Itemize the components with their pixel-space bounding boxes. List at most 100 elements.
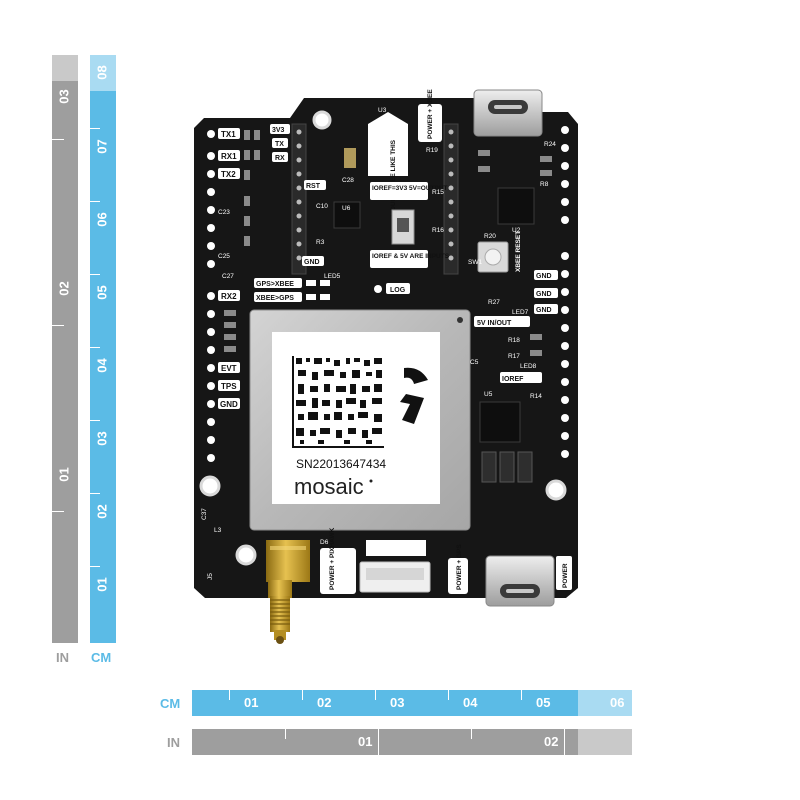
ruler-tick [90, 347, 100, 348]
power-gps-label [448, 558, 468, 594]
power-components [481, 451, 533, 483]
label-r17: R17 [508, 353, 520, 360]
label-r27: R27 [488, 299, 500, 306]
label-u5: U5 [484, 391, 493, 398]
label-r8: R8 [540, 181, 549, 188]
ruler-tick [378, 729, 379, 755]
ruler-tick [90, 420, 100, 421]
ruler-label: 01 [358, 734, 373, 749]
horizontal-cm-ruler: 01 02 03 04 05 06 [192, 690, 632, 716]
label-3v3: 3V3 [272, 127, 285, 134]
ruler-label: 01 [244, 695, 259, 710]
power-xbee-label [418, 104, 442, 142]
pin-label-tps: TPS [221, 382, 237, 391]
label-d6: D6 [320, 539, 329, 546]
label-r19: R19 [426, 147, 438, 154]
power-pixhawk-label [320, 548, 356, 594]
ruler-light-segment [578, 729, 632, 755]
label-u2: U2 [512, 227, 521, 234]
label-5v-inout: 5V IN/OUT [477, 320, 512, 327]
silkscreen-labels-left [218, 128, 240, 409]
label-ioref-5v: IOREF & 5V ARE INPUTS [372, 253, 450, 260]
xbee-header-left [291, 123, 307, 275]
mounting-hole [235, 544, 257, 566]
ruler-tick [90, 201, 100, 202]
label-led7: LED7 [512, 309, 529, 316]
label-power-xbee: POWER + XBEE [427, 89, 434, 139]
ruler-label: 03 [390, 695, 405, 710]
sma-antenna-connector [266, 540, 310, 644]
ic-u6 [333, 201, 361, 229]
ruler-tick [448, 690, 449, 700]
ruler-tick [375, 690, 376, 700]
ruler-label: 02 [317, 695, 332, 710]
label-c10: C10 [316, 203, 328, 210]
label-r18: R18 [508, 337, 520, 344]
pin-label-tx1: TX1 [221, 130, 236, 139]
label-ioref-3v3: IOREF=3V3 5V=OUTPUT [372, 185, 448, 192]
label-xbee-reset: XBEE RESET [515, 231, 522, 272]
ruler-tick [90, 128, 100, 129]
ruler-tick [302, 690, 303, 700]
label-j5: J5 [207, 573, 214, 580]
ruler-light-segment [52, 55, 78, 81]
pin-label-gnd: GND [220, 400, 238, 409]
horizontal-inch-ruler: 01 02 [192, 729, 632, 755]
ruler-tick [471, 729, 472, 739]
module-brand-name: mosaic [294, 474, 364, 499]
pin-label-evt: EVT [221, 364, 237, 373]
capacitor-c28 [344, 148, 356, 168]
vertical-inch-ruler: 03 02 01 [52, 55, 78, 643]
ic-u5 [479, 401, 521, 443]
log-led [374, 285, 382, 293]
vertical-cm-ruler: 08 07 06 05 04 03 02 01 [90, 55, 116, 643]
label-r24: R24 [544, 141, 556, 148]
ruler-tick [564, 729, 565, 755]
pin-label-rx1: RX1 [221, 152, 237, 161]
label-sw1: SW1 [468, 259, 482, 266]
label-rx: RX [275, 155, 285, 162]
label-r14: R14 [530, 393, 542, 400]
label-rst: RST [306, 183, 321, 190]
ruler-label: 05 [536, 695, 551, 710]
ruler-tick [90, 274, 100, 275]
data-matrix-code [292, 356, 384, 448]
label-u3: U3 [378, 107, 387, 114]
ruler-unit-in: IN [167, 735, 180, 750]
ruler-tick [52, 139, 64, 140]
ruler-unit-cm: CM [91, 650, 112, 665]
label-power-right: POWER [562, 563, 569, 588]
label-l3: L3 [214, 527, 222, 534]
ruler-tick [521, 690, 522, 700]
label-tx: TX [275, 141, 284, 148]
label-log: LOG [390, 287, 406, 294]
label-gnd: GND [536, 273, 552, 280]
ruler-tick [229, 690, 230, 700]
label-c23: C23 [218, 209, 230, 216]
xbee-header-right [443, 123, 459, 275]
label-r15: R15 [432, 189, 444, 196]
label-gnd: GND [304, 259, 320, 266]
mounting-hole [199, 475, 221, 497]
label-c25: C25 [218, 253, 230, 260]
ruler-tick [52, 325, 64, 326]
ruler-light-segment [90, 55, 116, 91]
label-xbee-gps: XBEE>GPS [256, 295, 294, 302]
ruler-label: 06 [610, 695, 625, 710]
label-gnd: GND [536, 291, 552, 298]
ruler-tick [285, 729, 286, 739]
module-serial-number: SN22013647434 [296, 457, 386, 471]
usb-c-port-bottom [485, 555, 555, 607]
label-power-gps: POWER + GPS [456, 544, 463, 590]
ruler-tick [52, 511, 64, 512]
ic-u2 [497, 187, 535, 225]
label-c28: C28 [342, 177, 354, 184]
ruler-light-segment [578, 690, 632, 716]
pin-label-rx2: RX2 [221, 292, 237, 301]
mounting-hole [312, 110, 332, 130]
label-gnd: GND [536, 307, 552, 314]
ruler-tick [90, 493, 100, 494]
label-gps-xbee: GPS>XBEE [256, 281, 294, 288]
ruler-tick [90, 566, 100, 567]
